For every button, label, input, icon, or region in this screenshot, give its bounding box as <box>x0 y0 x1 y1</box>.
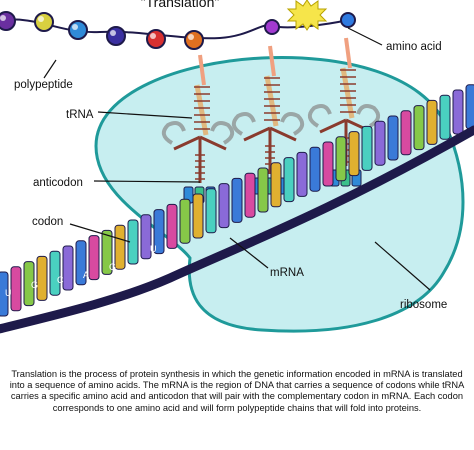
label-leader-lines <box>43 27 431 291</box>
mrna-base <box>283 157 295 203</box>
bead-highlight <box>150 33 156 39</box>
mrna-base <box>166 203 178 249</box>
base-letter: C <box>57 275 64 285</box>
bead-highlight <box>0 15 6 21</box>
leader-line <box>374 241 431 291</box>
mrna-base <box>309 146 321 192</box>
mrna-base <box>114 224 126 270</box>
mrna-base <box>413 105 425 151</box>
label-codon: codon <box>32 216 63 228</box>
label-polypeptide: polypeptide <box>14 79 73 91</box>
leader-line <box>97 111 193 119</box>
base-letter: U <box>5 288 12 298</box>
mrna-base <box>23 261 35 307</box>
amino-acid-bead <box>68 20 88 40</box>
base-letter: G <box>31 280 38 290</box>
mrna-base <box>426 99 438 145</box>
mrna-base <box>374 120 386 166</box>
label-ribosome: ribosome <box>400 299 447 311</box>
translation-diagram: "Translation" polypeptide tRNA amino aci… <box>0 0 474 334</box>
mrna-base <box>387 115 399 161</box>
mrna-base <box>348 131 360 177</box>
mrna-base <box>296 151 308 197</box>
mrna-base <box>36 255 48 301</box>
base-letters: U G C A G U <box>5 244 157 298</box>
leader-line <box>229 237 269 269</box>
mrna-base <box>335 136 347 182</box>
mrna-base <box>205 188 217 234</box>
mrna-base <box>452 89 464 135</box>
amino-acid-bead <box>146 29 166 49</box>
trna-acceptor-stem <box>268 45 276 77</box>
label-amino-acid: amino acid <box>386 41 442 53</box>
mrna-base <box>218 183 230 229</box>
mrna-base <box>400 110 412 156</box>
amino-acid-bead <box>340 12 356 28</box>
mrna-base <box>0 271 9 317</box>
trna-loop <box>231 112 305 136</box>
amino-acid-bead <box>34 12 54 32</box>
mrna-base <box>231 177 243 223</box>
mrna-base <box>179 198 191 244</box>
label-anticodon: anticodon <box>33 177 83 189</box>
bead-highlight <box>188 34 194 40</box>
mrna-base <box>140 214 152 260</box>
amino-acid-bead <box>106 26 126 46</box>
polypeptide-chain <box>0 11 356 50</box>
bead-highlight <box>38 16 44 22</box>
mrna-base <box>244 172 256 218</box>
amino-acid-bead <box>264 19 280 35</box>
leader-line <box>93 180 201 183</box>
mrna-base <box>257 167 269 213</box>
base-letter: A <box>83 270 89 280</box>
label-mrna: mRNA <box>270 267 304 279</box>
amino-acid-bead <box>0 11 16 31</box>
mrna-base <box>192 193 204 239</box>
leader-line <box>347 27 383 46</box>
mrna-base <box>88 235 100 281</box>
starburst-icon <box>286 0 328 31</box>
base-letter: U <box>150 244 157 254</box>
label-trna: tRNA <box>66 109 94 121</box>
mrna-base <box>465 84 474 130</box>
base-letter: G <box>109 262 116 272</box>
diagram-title: "Translation" <box>141 0 220 10</box>
mrna-base <box>361 125 373 171</box>
mrna-base <box>270 162 282 208</box>
mrna-base <box>10 266 22 312</box>
mrna-base <box>439 94 451 140</box>
mrna-base <box>101 229 113 275</box>
mrna-strand <box>0 84 474 334</box>
trna-arm <box>243 126 297 174</box>
amino-acid-bead <box>184 30 204 50</box>
caption-text: Translation is the process of protein sy… <box>9 369 465 413</box>
trna-loop <box>161 121 235 145</box>
leader-line <box>69 223 131 243</box>
bead-highlight <box>110 30 116 36</box>
mrna-base <box>322 141 334 187</box>
trna-acceptor-stem <box>198 54 206 86</box>
mrna-base <box>75 240 87 286</box>
mrna-base <box>62 245 74 291</box>
bead-highlight <box>72 24 78 30</box>
mrna-base <box>153 209 165 255</box>
leader-line <box>43 59 57 79</box>
mrna-base <box>49 250 61 296</box>
trna-acceptor-stem <box>344 37 352 69</box>
trna-arm <box>173 135 227 183</box>
mrna-backbone <box>0 125 474 334</box>
